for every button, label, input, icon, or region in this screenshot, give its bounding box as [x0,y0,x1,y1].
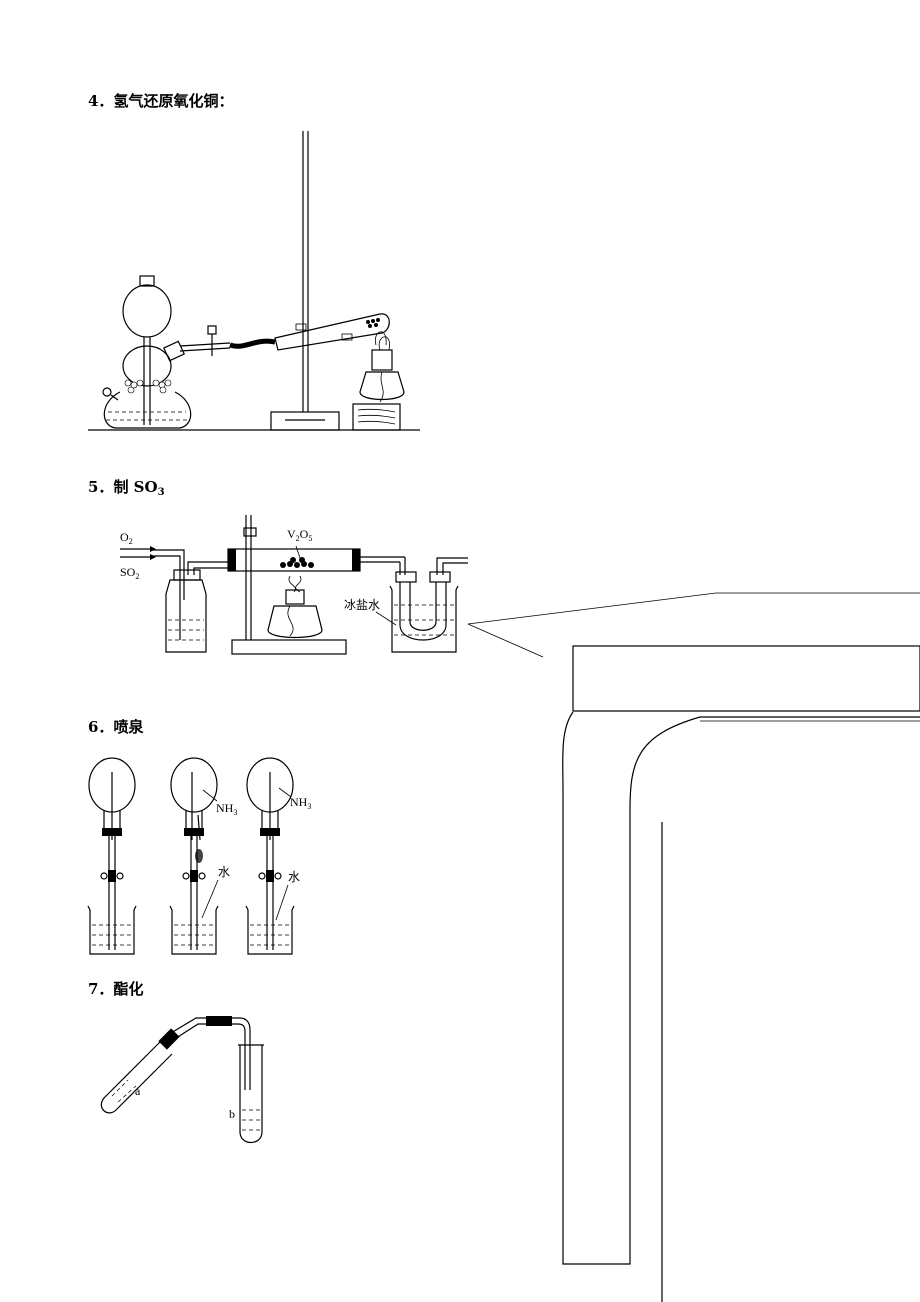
section-5-number: 5． [88,478,114,496]
magnified-tube-outer [562,711,920,1265]
reaction-test-tube: a [100,1016,251,1114]
fountain-setup-3: NH3 水 [245,757,311,955]
section-6-number: 6． [88,718,114,736]
label-b: b [229,1107,235,1121]
fountain-setup-2: NH3 水 [169,757,237,955]
reaction-tube [274,313,390,351]
section-4-heading: 4．氢气还原氧化铜： [88,90,233,111]
callout-line-bottom [467,623,544,658]
section-5-heading: 5．制 SO3 [88,476,165,498]
section-6-heading: 6．喷泉 [88,716,143,737]
wash-bottle [152,549,230,653]
so3-stand [231,515,347,655]
magnified-stopper [572,645,920,712]
nh3-label-1: NH3 [216,801,237,817]
ice-salt-water-label: 冰盐水 [344,598,380,612]
water-label-2: 水 [288,870,300,884]
water-label-1: 水 [218,865,230,879]
iron-stand [270,131,340,431]
so2-label: SO2 [120,565,139,581]
receiving-test-tube: b [229,1044,264,1144]
alcohol-lamp [352,331,405,431]
u-tube-beaker: 冰盐水 [344,557,468,653]
kipp-generator [102,275,276,429]
o2-label: O2 [120,530,133,546]
callout-line-top [467,592,920,625]
section-5-title-subscript: 3 [157,487,165,498]
section-4-number: 4． [88,92,114,110]
label-a: a [135,1084,141,1098]
section-7-title: 酯化 [113,980,144,998]
section-7-heading: 7．酯化 [88,978,143,999]
section-5-title: 制 SO [113,478,158,496]
v2o5-label: V2O5 [287,527,312,543]
fountain-setup-1 [87,757,137,955]
nh3-label-2: NH3 [290,795,311,811]
section-6-title: 喷泉 [113,718,144,736]
combustion-tube: V2O5 [227,527,405,572]
section-4-title: 氢气还原氧化铜： [113,92,234,110]
so3-alcohol-lamp [267,575,323,639]
section-7-number: 7． [88,980,114,998]
